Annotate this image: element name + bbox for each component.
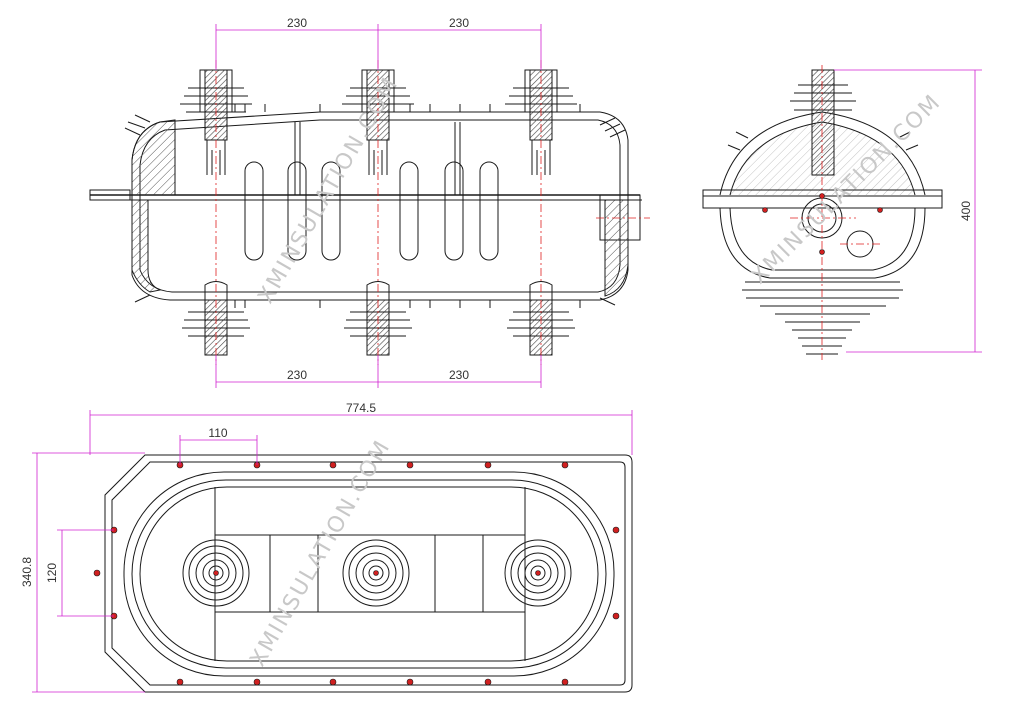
side-dimensions xyxy=(834,69,982,353)
plan-bushing-3 xyxy=(504,539,572,607)
dim-front-bottom-right: 230 xyxy=(449,368,469,382)
plan-view xyxy=(104,454,633,693)
plan-bushing-1 xyxy=(182,539,250,607)
plan-bolts xyxy=(93,461,620,686)
front-bushings-bottom xyxy=(182,281,575,356)
dim-front-bottom-left: 230 xyxy=(287,368,307,382)
plan-dimensions xyxy=(32,410,633,693)
plan-bushings xyxy=(182,539,572,607)
dim-plan-height: 340.8 xyxy=(20,557,34,587)
watermark-front: XMINSULATION.COM xyxy=(254,72,404,308)
plan-bushing-2 xyxy=(342,539,410,607)
dim-plan-inner: 120 xyxy=(45,563,59,583)
front-dimensions xyxy=(215,24,542,388)
side-view xyxy=(702,69,943,355)
front-view xyxy=(89,104,642,308)
side-centerlines xyxy=(790,65,880,360)
dim-plan-width: 774.5 xyxy=(346,401,376,415)
dim-front-top-left: 230 xyxy=(287,16,307,30)
plan-outer xyxy=(104,454,633,693)
dim-plan-bolt-pitch: 110 xyxy=(208,426,227,440)
dim-side-height: 400 xyxy=(959,201,973,221)
front-centerlines xyxy=(215,60,650,365)
dim-front-top-right: 230 xyxy=(449,16,469,30)
